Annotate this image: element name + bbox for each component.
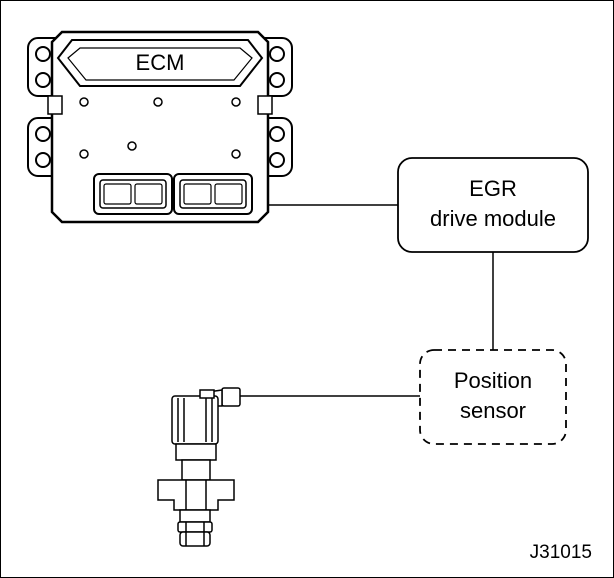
ecm-module [27, 30, 293, 224]
wiring [240, 204, 494, 397]
position-sensor-box [419, 349, 567, 445]
ecm-connector-right [173, 173, 253, 215]
egr-drive-module-box [397, 157, 589, 253]
figure-id: J31015 [529, 542, 592, 563]
egr-drive-module-line1: EGR [469, 176, 517, 201]
egr-drive-module-line2: drive module [430, 206, 556, 231]
mounting-hole-icon [35, 46, 285, 168]
egr-drive-module-label: EGR drive module [398, 174, 588, 234]
position-sensor-line2: sensor [459, 398, 527, 423]
position-sensor-label: Position sensor [420, 366, 566, 426]
ecm-connector-left [93, 173, 173, 215]
position-sensor-line1: Position [453, 368, 533, 393]
ecm-label: ECM [136, 50, 185, 75]
egr-valve-icon [157, 387, 241, 547]
